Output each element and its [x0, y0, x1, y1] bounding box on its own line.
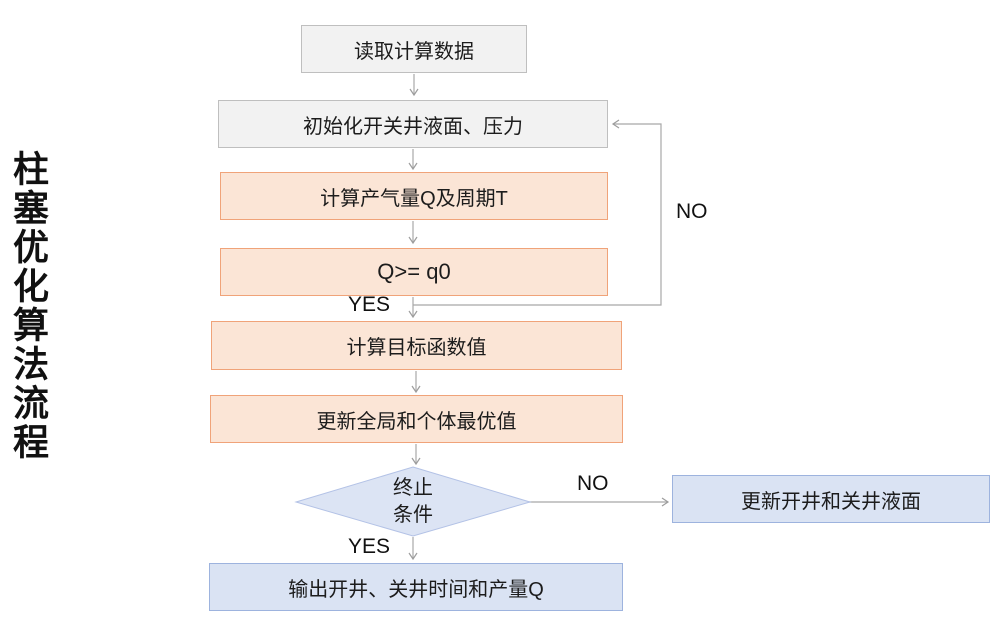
node-objective-label: 计算目标函数值 [346, 337, 487, 359]
node-q-check: Q>= q0 [220, 248, 608, 296]
node-terminate-line2: 条件 [393, 504, 433, 526]
edge-qcheck-no-loop [413, 119, 662, 306]
node-output-label: 输出开井、关井时间和产量Q [288, 578, 544, 601]
node-update-levels-label: 更新开井和关井液面 [741, 490, 921, 513]
page-title: 柱塞优化算法流程 [8, 150, 49, 462]
node-q-check-label: Q>= q0 [377, 259, 451, 284]
node-calc-q-label: 计算产气量Q及周期T [320, 187, 508, 210]
node-calc-q: 计算产气量Q及周期T [220, 172, 608, 220]
terminate-diamond-shape [294, 466, 532, 537]
node-terminate-line1: 终止 [393, 477, 433, 499]
node-read-data: 读取计算数据 [301, 25, 527, 73]
branch-label-term-yes: YES [348, 535, 391, 558]
node-update-best-label: 更新全局和个体最优值 [316, 410, 517, 433]
node-update-best: 更新全局和个体最优值 [210, 395, 623, 443]
node-objective: 计算目标函数值 [211, 321, 622, 370]
node-init-levels: 初始化开关井液面、压力 [218, 100, 608, 148]
branch-label-q-no: NO [676, 200, 708, 223]
branch-label-q-yes: YES [348, 293, 391, 316]
node-init-levels-label: 初始化开关井液面、压力 [303, 115, 523, 138]
node-terminate: 终止 条件 [353, 471, 473, 533]
node-update-levels: 更新开井和关井液面 [672, 475, 990, 523]
node-output: 输出开井、关井时间和产量Q [209, 563, 623, 611]
node-read-data-label: 读取计算数据 [354, 40, 474, 63]
branch-label-term-no: NO [577, 472, 609, 495]
